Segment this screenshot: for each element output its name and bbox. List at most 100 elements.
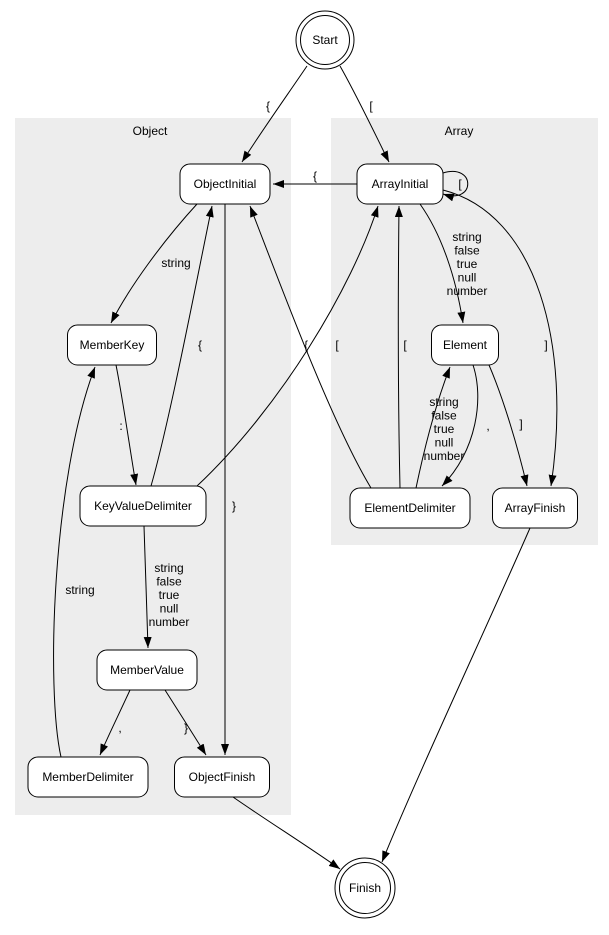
- edge-path-MemberValue-ObjectFinish: [164, 689, 207, 756]
- node-Element: Element: [431, 324, 499, 366]
- edge-MemberValue-MemberDelimiter: ,: [99, 689, 131, 756]
- edge-KeyValueDelimiter-ArrayInitial: [: [196, 205, 379, 487]
- edge-label-MemberValue-MemberDelimiter: ,: [118, 721, 121, 735]
- node-label-MemberValue: MemberValue: [110, 663, 184, 677]
- node-box-KeyValueDelimiter: [79, 485, 207, 527]
- node-ObjectFinish: ObjectFinish: [174, 756, 270, 798]
- node-box-MemberKey: [67, 324, 157, 366]
- edge-label-MemberKey-KeyValueDelimiter: :: [119, 419, 122, 433]
- edge-label-Element-ElementDelimiter: ,: [486, 419, 489, 433]
- node-KeyValueDelimiter: KeyValueDelimiter: [79, 485, 207, 527]
- node-Start: Start: [295, 10, 355, 70]
- edge-path-ArrayInitial-ArrayFinish: [442, 189, 558, 487]
- edge-label-Start-ArrayInitial: [: [369, 99, 373, 113]
- node-ElementDelimiter: ElementDelimiter: [349, 487, 471, 529]
- edge-path-ArrayInitial-Element: [419, 203, 466, 324]
- edge-path-MemberValue-MemberDelimiter: [99, 689, 131, 756]
- edge-path-Start-ArrayInitial: [339, 65, 390, 163]
- edge-path-ArrayFinish-Finish: [381, 527, 531, 863]
- edge-Element-ElementDelimiter: ,: [441, 364, 490, 487]
- edge-label-KeyValueDelimiter-ObjectInitial: {: [198, 338, 202, 352]
- edge-ArrayInitial-ObjectInitial: {: [273, 169, 357, 188]
- node-label-ArrayInitial: ArrayInitial: [372, 177, 429, 191]
- edge-path-KeyValueDelimiter-ArrayInitial: [196, 205, 379, 487]
- edge-path-ElementDelimiter-ArrayInitial: [394, 205, 403, 489]
- node-box-ObjectInitial: [179, 163, 271, 205]
- node-box-ElementDelimiter: [349, 487, 471, 529]
- edge-ObjectInitial-MemberKey: string: [110, 203, 198, 324]
- edge-Start-ObjectInitial: {: [241, 65, 308, 163]
- edge-Start-ArrayInitial: [: [339, 65, 390, 163]
- edge-label-ElementDelimiter-ObjectInitial: {: [304, 338, 308, 352]
- edge-Element-ArrayFinish: ]: [488, 364, 529, 487]
- edge-label-ObjectInitial-MemberKey: string: [161, 256, 190, 270]
- node-ObjectInitial: ObjectInitial: [179, 163, 271, 205]
- node-box-ArrayInitial: [356, 163, 444, 205]
- node-box-MemberDelimiter: [27, 756, 149, 798]
- node-box-ObjectFinish: [174, 756, 270, 798]
- node-inner-circle-Finish: [339, 862, 391, 914]
- node-inner-circle-Start: [300, 15, 350, 65]
- node-label-ElementDelimiter: ElementDelimiter: [364, 501, 455, 515]
- edge-ArrayInitial-ArrayInitial: [: [442, 170, 469, 202]
- node-label-MemberDelimiter: MemberDelimiter: [42, 770, 133, 784]
- node-box-MemberValue: [96, 649, 198, 691]
- edge-path-ObjectInitial-MemberKey: [110, 203, 198, 324]
- edge-label-KeyValueDelimiter-ArrayInitial: [: [335, 338, 339, 352]
- edge-ElementDelimiter-ObjectInitial: {: [249, 205, 372, 489]
- edge-path-MemberKey-KeyValueDelimiter: [115, 364, 139, 486]
- edge-label-ElementDelimiter-ArrayInitial: [: [403, 338, 407, 352]
- node-label-ArrayFinish: ArrayFinish: [505, 501, 566, 515]
- edge-label-Start-ObjectInitial: {: [266, 99, 270, 113]
- edge-path-ElementDelimiter-ObjectInitial: [249, 205, 372, 489]
- node-Finish: Finish: [334, 857, 396, 919]
- edge-label-Element-ArrayFinish: ]: [519, 417, 522, 431]
- node-MemberKey: MemberKey: [67, 324, 157, 366]
- node-ArrayFinish: ArrayFinish: [492, 487, 578, 529]
- edge-path-ElementDelimiter-Element: [415, 366, 451, 489]
- edge-path-ObjectFinish-Finish: [232, 796, 341, 870]
- node-label-ObjectInitial: ObjectInitial: [194, 177, 257, 191]
- edge-path-Start-ObjectInitial: [241, 65, 308, 163]
- edge-label-ArrayInitial-ArrayFinish: ]: [544, 338, 547, 352]
- node-label-Element: Element: [443, 338, 488, 352]
- edge-KeyValueDelimiter-ObjectInitial: {: [150, 205, 214, 487]
- cluster-label-Object: Object: [133, 124, 168, 138]
- node-label-KeyValueDelimiter: KeyValueDelimiter: [94, 499, 192, 513]
- edge-label-MemberDelimiter-MemberKey: string: [65, 583, 94, 597]
- edge-path-ArrayInitial-ArrayInitial: [442, 170, 469, 202]
- edge-path-MemberDelimiter-MemberKey: [53, 366, 96, 758]
- edge-ObjectInitial-ObjectFinish: }: [221, 204, 236, 755]
- edge-ElementDelimiter-ArrayInitial: [: [394, 205, 407, 489]
- node-label-Start: Start: [312, 33, 338, 47]
- edge-label-ArrayInitial-ArrayInitial: [: [458, 177, 462, 191]
- cluster-Object: Object: [15, 118, 291, 815]
- node-ArrayInitial: ArrayInitial: [356, 163, 444, 205]
- edge-label-ObjectInitial-ObjectFinish: }: [232, 499, 236, 513]
- node-label-ObjectFinish: ObjectFinish: [189, 770, 256, 784]
- node-MemberValue: MemberValue: [96, 649, 198, 691]
- edge-path-Element-ArrayFinish: [488, 364, 529, 487]
- edge-MemberKey-KeyValueDelimiter: :: [115, 364, 139, 486]
- node-MemberDelimiter: MemberDelimiter: [27, 756, 149, 798]
- edge-label-ArrayInitial-ObjectInitial: {: [313, 169, 317, 183]
- node-label-MemberKey: MemberKey: [80, 338, 145, 352]
- edge-MemberDelimiter-MemberKey: string: [53, 366, 96, 758]
- node-box-Element: [431, 324, 499, 366]
- node-box-ArrayFinish: [492, 487, 578, 529]
- cluster-rect-Object: [15, 118, 291, 815]
- edge-ObjectFinish-Finish: [232, 796, 341, 870]
- edge-path-Element-ElementDelimiter: [441, 364, 479, 487]
- node-label-Finish: Finish: [349, 881, 381, 895]
